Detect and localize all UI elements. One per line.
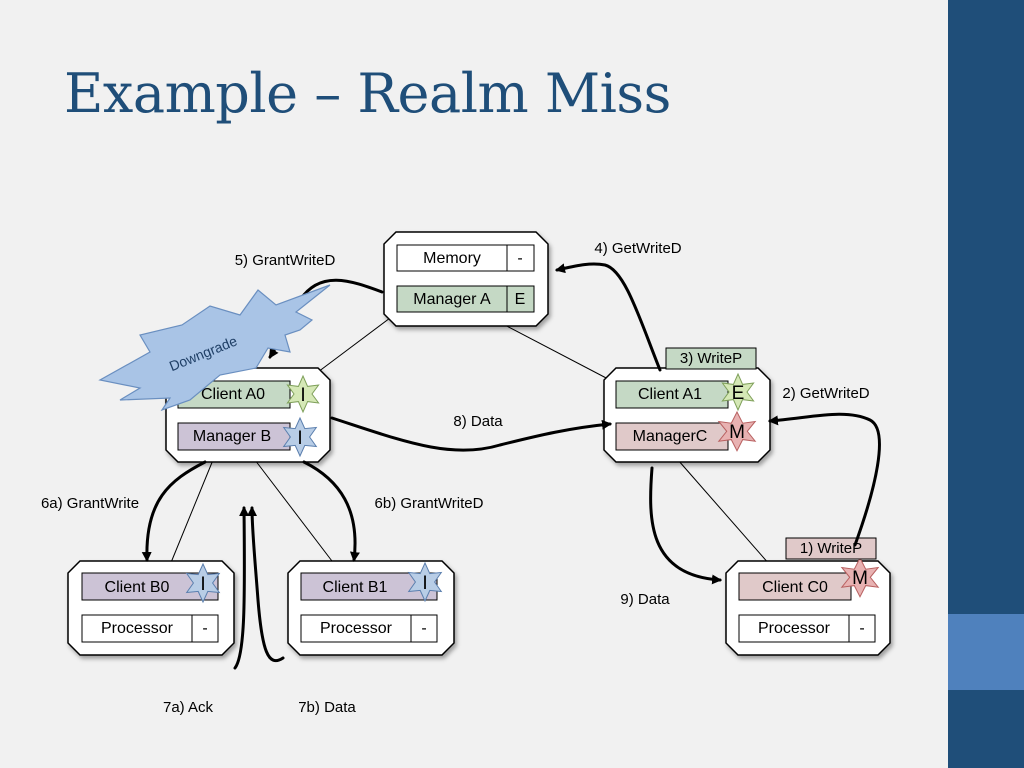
manager-a-state: E	[515, 291, 526, 308]
state-badge-blue	[282, 416, 318, 458]
memory-row	[396, 244, 508, 272]
processor-b0-state: -	[202, 620, 207, 637]
manager-b-row	[177, 422, 291, 451]
processor-b0-label: Processor	[101, 620, 174, 637]
client-c0-state: M	[852, 568, 868, 589]
processor-row	[300, 614, 412, 643]
memory-label: Memory	[423, 250, 481, 267]
client-c0-row	[738, 572, 852, 601]
processor-row	[738, 614, 850, 643]
processor-c0-label: Processor	[758, 620, 831, 637]
node-b1: Client B1 Processor - I	[287, 560, 455, 656]
client-b0-state: I	[200, 574, 205, 595]
message-label-7a: 7a) Ack	[163, 699, 214, 716]
state-badge-red	[717, 410, 757, 452]
client-b1-label: Client B1	[323, 579, 388, 596]
manager-a-label: Manager A	[413, 291, 491, 308]
message-label-2: 2) GetWriteD	[782, 385, 869, 402]
message-label-9: 9) Data	[620, 591, 670, 608]
node-c0: Client C0 Processor - M	[725, 556, 891, 656]
client-a0-label: Client A0	[201, 386, 265, 403]
message-label-7b: 7b) Data	[298, 699, 356, 716]
state-badge-blue	[407, 561, 443, 603]
message-label-4: 4) GetWriteD	[594, 240, 681, 257]
manager-c-label: ManagerC	[633, 428, 708, 445]
client-b0-label: Client B0	[105, 579, 170, 596]
message-tag-writep-1: 1) WriteP	[785, 537, 877, 560]
message-label-6a: 6a) GrantWrite	[41, 495, 139, 512]
client-b1-state: I	[422, 573, 427, 594]
manager-b-state: I	[297, 428, 302, 449]
processor-row	[81, 614, 193, 643]
sidebar-accent-block	[948, 614, 1024, 690]
state-badge-green	[721, 372, 755, 412]
node-a0: Client A0 Manager B I I	[165, 367, 331, 463]
memory-node: Memory - Manager A E	[383, 231, 549, 327]
message-label-6b: 6b) GrantWriteD	[375, 495, 484, 512]
client-a0-state: I	[300, 385, 305, 406]
message-label-5: 5) GrantWriteD	[235, 252, 336, 269]
message-label-3: 3) WriteP	[680, 350, 742, 367]
state-badge-red	[840, 556, 880, 598]
state-badge-blue	[185, 562, 221, 604]
client-a1-row	[615, 380, 729, 409]
diagram-canvas: Memory - Manager A E Client A0 Manager B…	[41, 231, 891, 716]
message-label-1: 1) WriteP	[800, 540, 862, 557]
downgrade-callout: Downgrade	[98, 284, 331, 412]
processor-b1-label: Processor	[320, 620, 393, 637]
message-tag-writep-3: 3) WriteP	[665, 347, 757, 370]
slide-title: Example – Realm Miss	[64, 62, 671, 125]
manager-c-row	[615, 422, 729, 451]
manager-c-state: M	[729, 422, 745, 443]
message-label-8: 8) Data	[453, 413, 503, 430]
client-c0-label: Client C0	[762, 579, 828, 596]
memory-state: -	[517, 250, 522, 267]
processor-c0-state: -	[859, 620, 864, 637]
manager-b-label: Manager B	[193, 428, 271, 445]
node-a1: Client A1 ManagerC E M	[603, 367, 771, 463]
client-a1-label: Client A1	[638, 386, 702, 403]
processor-b1-state: -	[421, 620, 426, 637]
state-badge-green	[286, 374, 320, 414]
client-a1-state: E	[732, 383, 745, 404]
node-b0: Client B0 Processor - I	[67, 560, 235, 656]
hierarchy-lines	[169, 311, 771, 566]
